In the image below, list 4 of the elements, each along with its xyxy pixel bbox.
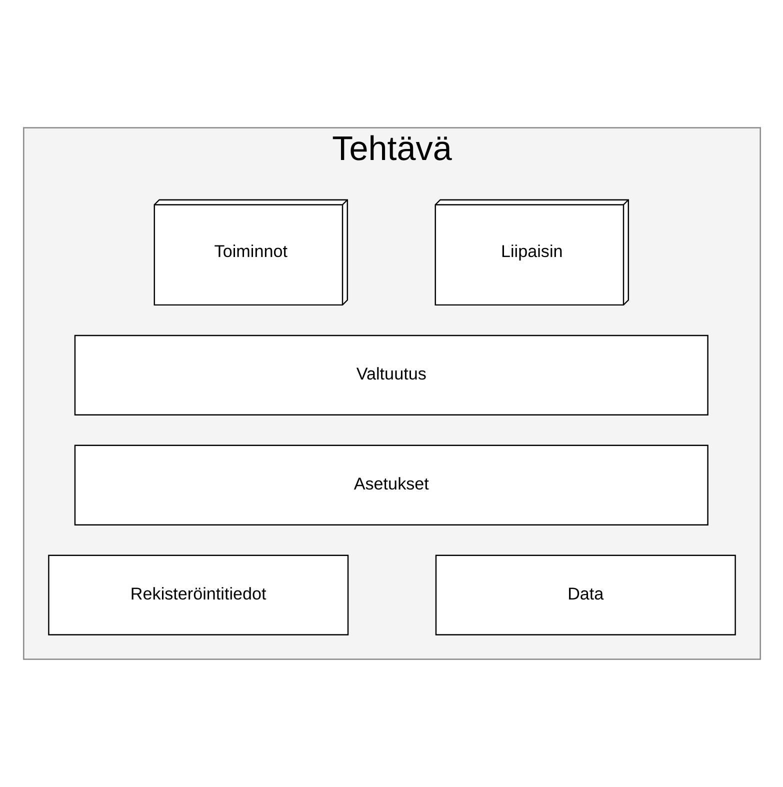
- node-box: Asetukset: [74, 444, 708, 526]
- node-box: Valtuutus: [74, 334, 708, 416]
- node-box: Rekisteröintitiedot: [48, 554, 348, 636]
- node-box: Data: [434, 554, 736, 636]
